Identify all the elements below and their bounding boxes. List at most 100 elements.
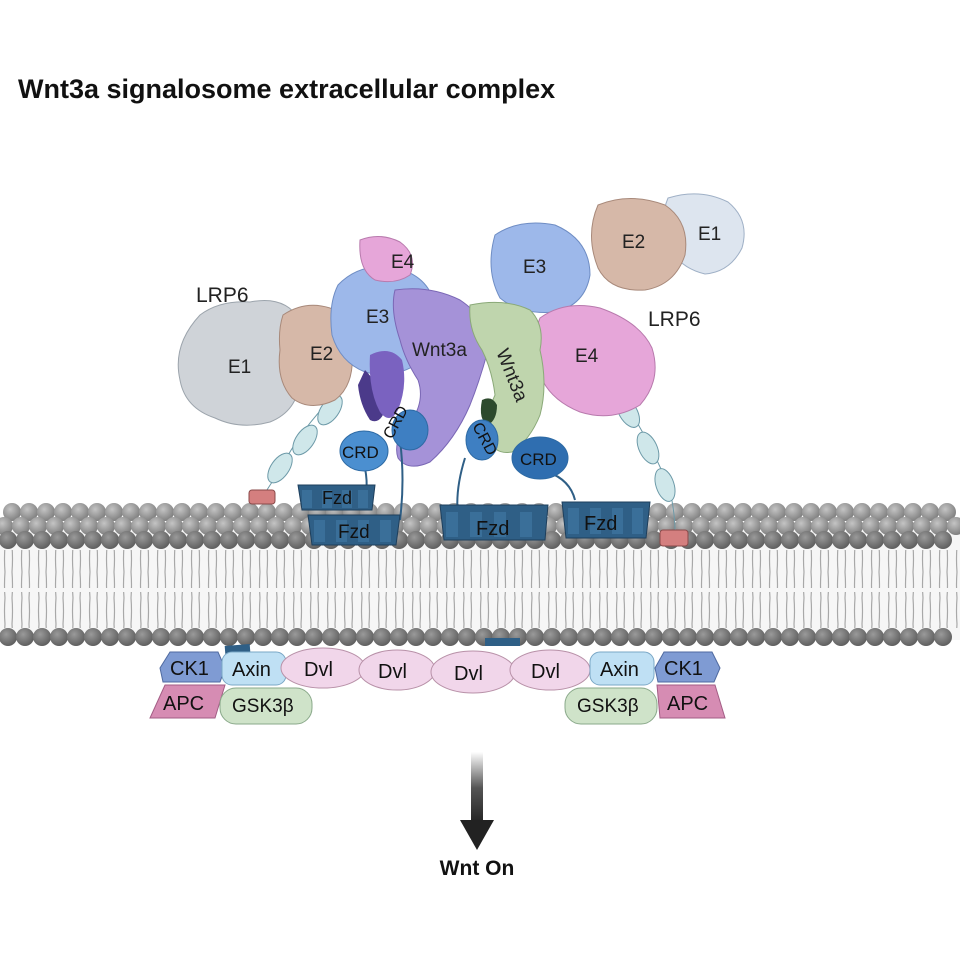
lipid-head <box>420 517 438 535</box>
lipid-head <box>828 517 846 535</box>
intracellular-complex: CK1 APC Axin GSK3β Dvl Dvl Dvl Dvl Axin … <box>149 638 726 725</box>
lipid-head <box>696 628 714 646</box>
lipid-head <box>934 628 952 646</box>
crd-4 <box>511 436 569 480</box>
lipid-head <box>862 517 880 535</box>
lipid-head <box>764 531 782 549</box>
lipid-head <box>237 628 255 646</box>
lipid-head <box>0 628 17 646</box>
wnt3a-left-label: Wnt3a <box>412 340 467 361</box>
fzd-2-label: Fzd <box>338 522 370 543</box>
lipid-head <box>764 628 782 646</box>
lipid-head <box>819 503 837 521</box>
e2-left-label: E2 <box>310 344 333 365</box>
lipid-head <box>781 531 799 549</box>
lipid-head <box>63 517 81 535</box>
lipid-head <box>254 628 272 646</box>
lipid-head <box>0 531 17 549</box>
dvl-2-label: Dvl <box>378 661 407 683</box>
dvl-4-label: Dvl <box>531 661 560 683</box>
lipid-head <box>101 531 119 549</box>
lipid-head <box>424 531 442 549</box>
lipid-head <box>169 628 187 646</box>
lipid-head <box>921 503 939 521</box>
lipid-head <box>441 628 459 646</box>
lipid-head <box>726 517 744 535</box>
lipid-head <box>526 628 544 646</box>
axin-left-label: Axin <box>232 659 271 681</box>
fzd-3: Fzd <box>439 504 549 541</box>
axin-right <box>589 651 655 686</box>
lipid-head <box>186 628 204 646</box>
lipid-head <box>80 517 98 535</box>
apc-right <box>656 684 726 719</box>
lipid-head <box>866 628 884 646</box>
lipid-head <box>16 531 34 549</box>
lipid-head <box>407 531 425 549</box>
lipid-head <box>845 517 863 535</box>
lipid-head <box>543 628 561 646</box>
lipid-head <box>173 503 191 521</box>
lipid-head <box>713 531 731 549</box>
lipid-head <box>390 628 408 646</box>
lipid-head <box>54 503 72 521</box>
lipid-head <box>33 628 51 646</box>
fzd-1: Fzd <box>297 484 376 511</box>
lipid-head <box>730 628 748 646</box>
lipid-head <box>683 503 701 521</box>
lipid-head <box>649 503 667 521</box>
lipid-head <box>734 503 752 521</box>
fzd-1-label: Fzd <box>322 488 352 508</box>
lipid-head <box>849 628 867 646</box>
e1-left-label: E1 <box>228 357 251 378</box>
lrp6-right-e3 <box>490 222 591 313</box>
lipid-head <box>696 531 714 549</box>
lipid-head <box>305 628 323 646</box>
lipid-head <box>250 517 268 535</box>
lipid-head <box>751 503 769 521</box>
lipid-head <box>777 517 795 535</box>
lipid-head <box>135 628 153 646</box>
lipid-head <box>798 531 816 549</box>
lipid-head <box>883 628 901 646</box>
lipid-head <box>713 628 731 646</box>
lrp6-left-label: LRP6 <box>196 284 249 307</box>
lipid-head <box>220 531 238 549</box>
lipid-head <box>67 531 85 549</box>
lipid-head <box>424 628 442 646</box>
lrp6-left-e1 <box>177 300 307 426</box>
lipid-head <box>896 517 914 535</box>
ck1-right-label: CK1 <box>664 658 703 680</box>
lipid-head <box>666 503 684 521</box>
lipid-head <box>152 628 170 646</box>
lipid-head <box>768 503 786 521</box>
axin-right-label: Axin <box>600 659 639 681</box>
lipid-head <box>288 531 306 549</box>
lipid-head <box>169 531 187 549</box>
lipid-head <box>883 531 901 549</box>
lipid-head <box>560 628 578 646</box>
lipid-head <box>760 517 778 535</box>
lipid-head <box>101 628 119 646</box>
lipid-head <box>930 517 948 535</box>
lipid-head <box>275 503 293 521</box>
lipid-head <box>543 531 561 549</box>
lipid-head <box>216 517 234 535</box>
lipid-head <box>743 517 761 535</box>
e2-right-label: E2 <box>622 232 645 253</box>
lipid-head <box>224 503 242 521</box>
dvl-3-label: Dvl <box>454 663 483 685</box>
lipid-head <box>118 628 136 646</box>
lrp6-right: E2 E1 E3 E4 LRP6 <box>490 193 745 547</box>
lipid-head <box>594 628 612 646</box>
lipid-head <box>411 503 429 521</box>
lipid-head <box>156 503 174 521</box>
gsk3b-right-label: GSK3β <box>577 696 639 717</box>
lipid-head <box>913 517 931 535</box>
apc-right-label: APC <box>667 693 708 715</box>
fzd-4: Fzd <box>561 501 651 539</box>
crd-1-label: CRD <box>342 443 379 462</box>
lipid-head <box>148 517 166 535</box>
lipid-head <box>203 531 221 549</box>
